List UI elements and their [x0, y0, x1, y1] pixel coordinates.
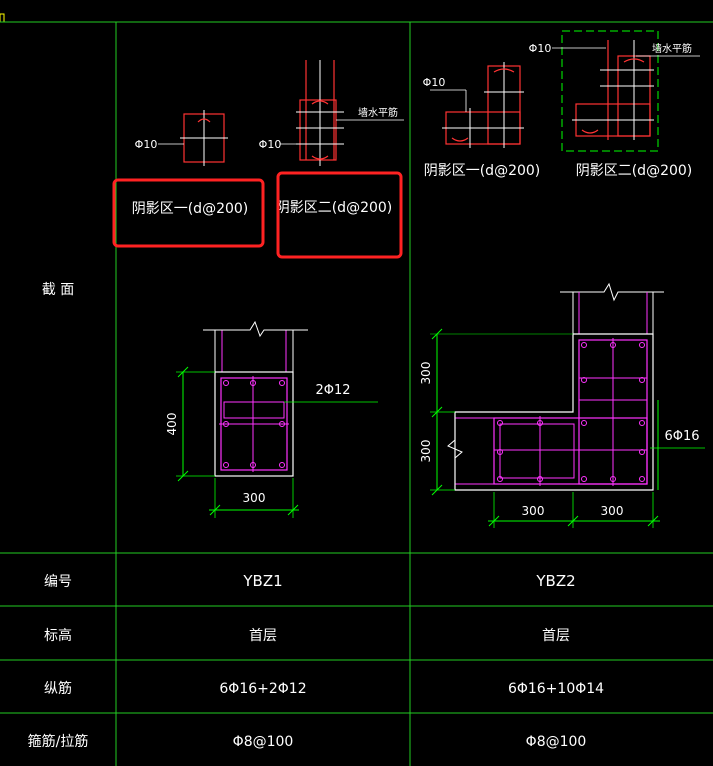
ybz2-dim-bottom-left: 300	[522, 504, 545, 518]
ybz2-number: YBZ2	[535, 572, 575, 590]
ybz2-detail-one-caption: 阴影区一(d@200)	[424, 163, 541, 179]
ybz2-detail-one	[430, 62, 524, 148]
ybz1-width-dim: 300	[243, 491, 266, 505]
ybz2-detail-two	[552, 30, 700, 152]
ybz2-detail-one-tie-label: Φ10	[423, 76, 446, 89]
ybz2-bar-label: 6Φ16	[664, 429, 699, 444]
row-label-section: 截 面	[42, 282, 74, 298]
ybz2-detail-two-wall-label: 墙水平筋	[652, 42, 692, 55]
ybz1-detail-two-wall-label: 墙水平筋	[358, 106, 398, 119]
table-grid	[0, 21, 713, 766]
ybz2-dim-left-top: 300	[419, 362, 433, 385]
ybz1-detail-one	[158, 110, 228, 166]
ybz1-detail-one-caption: 阴影区一(d@200)	[132, 201, 249, 217]
ybz1-stirrup: Φ8@100	[233, 734, 294, 750]
ybz2-stirrup: Φ8@100	[526, 734, 587, 750]
row-label-longitudinal: 纵筋	[44, 680, 72, 697]
row-label-number: 编号	[44, 574, 72, 590]
ybz2-detail-two-caption: 阴影区二(d@200)	[576, 163, 693, 179]
ybz1-detail-two-caption: 阴影区二(d@200)	[276, 200, 393, 216]
ybz1-section	[176, 320, 378, 518]
ybz2-longitudinal: 6Φ16+10Φ14	[508, 681, 604, 697]
ybz1-detail-two	[280, 60, 404, 166]
ybz1-detail-one-highlight	[112, 178, 265, 248]
ybz1-height-dim: 400	[165, 413, 179, 436]
ybz2-section	[430, 282, 705, 528]
ybz1-detail-two-tie-label: Φ10	[259, 138, 282, 151]
ybz1-detail-one-tie-label: Φ10	[135, 138, 158, 151]
ybz2-detail-two-tie-label: Φ10	[529, 42, 552, 55]
ybz1-longitudinal: 6Φ16+2Φ12	[219, 681, 306, 697]
ybz1-detail-two-highlight	[276, 171, 403, 259]
row-label-elevation: 标高	[44, 627, 72, 644]
ybz1-bar-label: 2Φ12	[315, 383, 350, 398]
ybz2-dim-left-bottom: 300	[419, 440, 433, 463]
ybz1-elevation: 首层	[249, 628, 277, 644]
ybz2-dim-bottom-right: 300	[601, 504, 624, 518]
ybz1-number: YBZ1	[242, 572, 282, 590]
row-label-stirrup: 箍筋/拉筋	[28, 733, 89, 750]
ybz2-elevation: 首层	[542, 628, 570, 644]
